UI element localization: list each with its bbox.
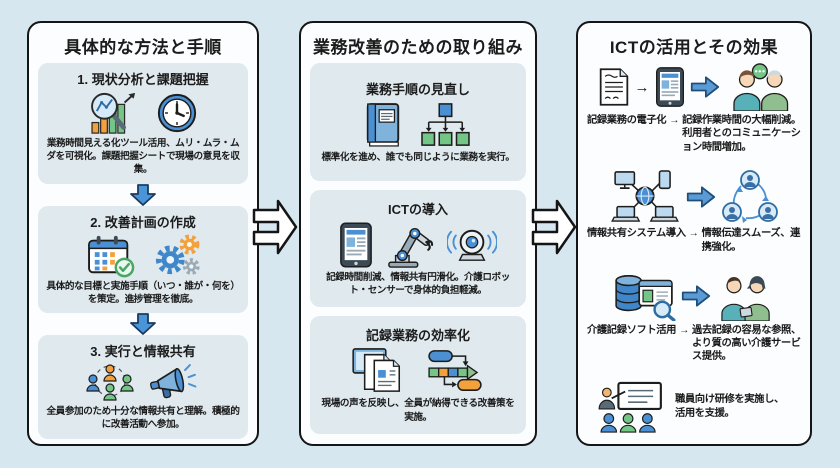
down-arrow-icon (130, 313, 156, 336)
effect-text: 過去記録の容易な参照、より質の高い介護サービス提供。 (691, 324, 801, 363)
panel-ict-effects-title: ICTの活用とその効果 (609, 38, 779, 57)
care-record-database-icon (615, 274, 676, 321)
sensor-camera-icon (447, 229, 497, 261)
step-procedure-review-heading: 業務手順の見直し (365, 81, 470, 97)
big-right-arrow-icon (686, 186, 716, 209)
effect-row-sharing-system-icons (587, 170, 801, 224)
effect-row-training-caption: 職員向け研修を実施し、活用を支援。 (675, 393, 784, 419)
step-execute-heading: 3. 実行と情報共有 (90, 344, 196, 360)
effect-row-digitization: → (587, 63, 801, 154)
step-plan-caption: 具体的な目標と実施手順（いつ・誰が・何を）を策定。進捗管理を徹底。 (46, 280, 240, 305)
effect-label: 記録業務の電子化 (587, 115, 667, 126)
small-right-arrow-glyph: → (634, 78, 650, 96)
panel2-to-panel3-block-arrow (531, 199, 577, 255)
clock-icon (157, 93, 197, 133)
effect-text: 情報伝達スムーズ、連携強化。 (701, 228, 801, 253)
paper-record-icon (599, 68, 628, 106)
step-record-efficiency-heading: 記録業務の効率化 (365, 328, 470, 344)
step-execute-icons (45, 361, 241, 405)
panel-initiatives: 業務改善のための取り組み 業務手順の見直し (299, 21, 537, 446)
effect-row-sharing-system-caption: 情報共有システム導入 → 情報伝達スムーズ、連携強化。 (587, 227, 801, 254)
effect-label: 介護記録ソフト活用 (587, 324, 677, 336)
training-icon (598, 381, 662, 433)
panel-ict-effects: ICTの活用とその効果 → (576, 21, 812, 446)
org-flow-icon (421, 102, 470, 146)
panel-ict-effects-body: → (587, 63, 801, 434)
step-plan-icons (45, 232, 241, 280)
staff-link-icon (722, 170, 778, 224)
big-right-arrow-icon (681, 284, 711, 307)
caregiver-user-chat-icon (732, 63, 788, 111)
chart-magnifier-icon (91, 92, 136, 134)
effect-row-sharing-system: 情報共有システム導入 → 情報伝達スムーズ、連携強化。 (587, 170, 801, 254)
panel-initiatives-title: 業務改善のための取り組み (313, 38, 523, 57)
arrow-glyph: → (669, 115, 680, 126)
calendar-check-icon (88, 235, 135, 278)
step-analysis-heading: 1. 現状分析と課題把握 (77, 72, 209, 87)
step-procedure-review-icons (317, 99, 519, 151)
arrow-glyph: → (688, 228, 699, 240)
documents-icon (352, 348, 401, 393)
step-procedure-review-caption: 標準化を進め、誰でも同じように業務を実行。 (321, 151, 515, 163)
panel-methods: 具体的な方法と手順 1. 現状分析と課題把握 (27, 21, 259, 446)
effect-row-training: 職員向け研修を実施し、活用を支援。 (587, 380, 801, 434)
gears-icon (155, 234, 200, 275)
team-icon (86, 364, 134, 401)
workflow-icon (428, 350, 482, 392)
step-execute: 3. 実行と情報共有 (38, 335, 248, 439)
step-ict-introduction-heading: ICTの導入 (388, 201, 448, 217)
effect-row-digitization-icons: → (587, 63, 801, 111)
step-record-efficiency-icons (317, 345, 519, 397)
step-ict-introduction-caption: 記録時間削減、情報共有円滑化。介護ロボット・センサーで身体的負担軽減。 (326, 271, 510, 296)
panel1-to-panel2-block-arrow (252, 199, 298, 255)
panel-initiatives-body: 業務手順の見直し (310, 63, 526, 435)
care-staff-icon (721, 275, 770, 321)
effect-row-digitization-caption: 記録業務の電子化 → 記録作業時間の大幅削減。利用者とのコミュニケーション時間増… (587, 114, 801, 154)
effect-row-care-software-icons (587, 271, 801, 321)
down-arrow-icon (130, 183, 156, 206)
step-plan-heading: 2. 改善計画の作成 (90, 214, 196, 230)
step-plan: 2. 改善計画の作成 (38, 205, 248, 314)
effect-text: 記録作業時間の大幅削減。利用者とのコミュニケーション時間増加。 (682, 115, 801, 153)
network-devices-icon (611, 170, 679, 223)
step-analysis: 1. 現状分析と課題把握 (38, 63, 248, 184)
arrow-glyph: → (679, 324, 689, 336)
tablet-small-icon (655, 67, 684, 107)
step-execute-caption: 全員参加のため十分な情報共有と理解。積極的に改善活動へ参加。 (46, 406, 240, 431)
robot-arm-icon (388, 227, 434, 268)
step-analysis-icons (45, 89, 241, 137)
step-ict-introduction-icons (317, 219, 519, 271)
effect-row-care-software-caption: 介護記録ソフト活用 → 過去記録の容易な参照、より質の高い介護サービス提供。 (587, 324, 801, 364)
manual-book-icon (366, 102, 400, 147)
step-procedure-review: 業務手順の見直し (310, 63, 526, 181)
effect-row-care-software: 介護記録ソフト活用 → 過去記録の容易な参照、より質の高い介護サービス提供。 (587, 271, 801, 364)
effect-label: 情報共有システム導入 (587, 228, 686, 240)
step-analysis-caption: 業務時間見える化ツール活用、ムリ・ムラ・ムダを可視化。課題把握シートで現場の意見… (46, 138, 240, 176)
big-right-arrow-icon (690, 76, 719, 98)
panel-methods-title: 具体的な方法と手順 (64, 38, 222, 57)
megaphone-icon (150, 364, 197, 399)
step-ict-introduction: ICTの導入 (310, 189, 526, 308)
tablet-icon (340, 222, 372, 268)
step-record-efficiency-caption: 現場の声を反映し、全員が納得できる改善策を実施。 (321, 398, 515, 423)
step-record-efficiency: 記録業務の効率化 (310, 316, 526, 435)
panel-methods-body: 1. 現状分析と課題把握 (38, 63, 248, 439)
